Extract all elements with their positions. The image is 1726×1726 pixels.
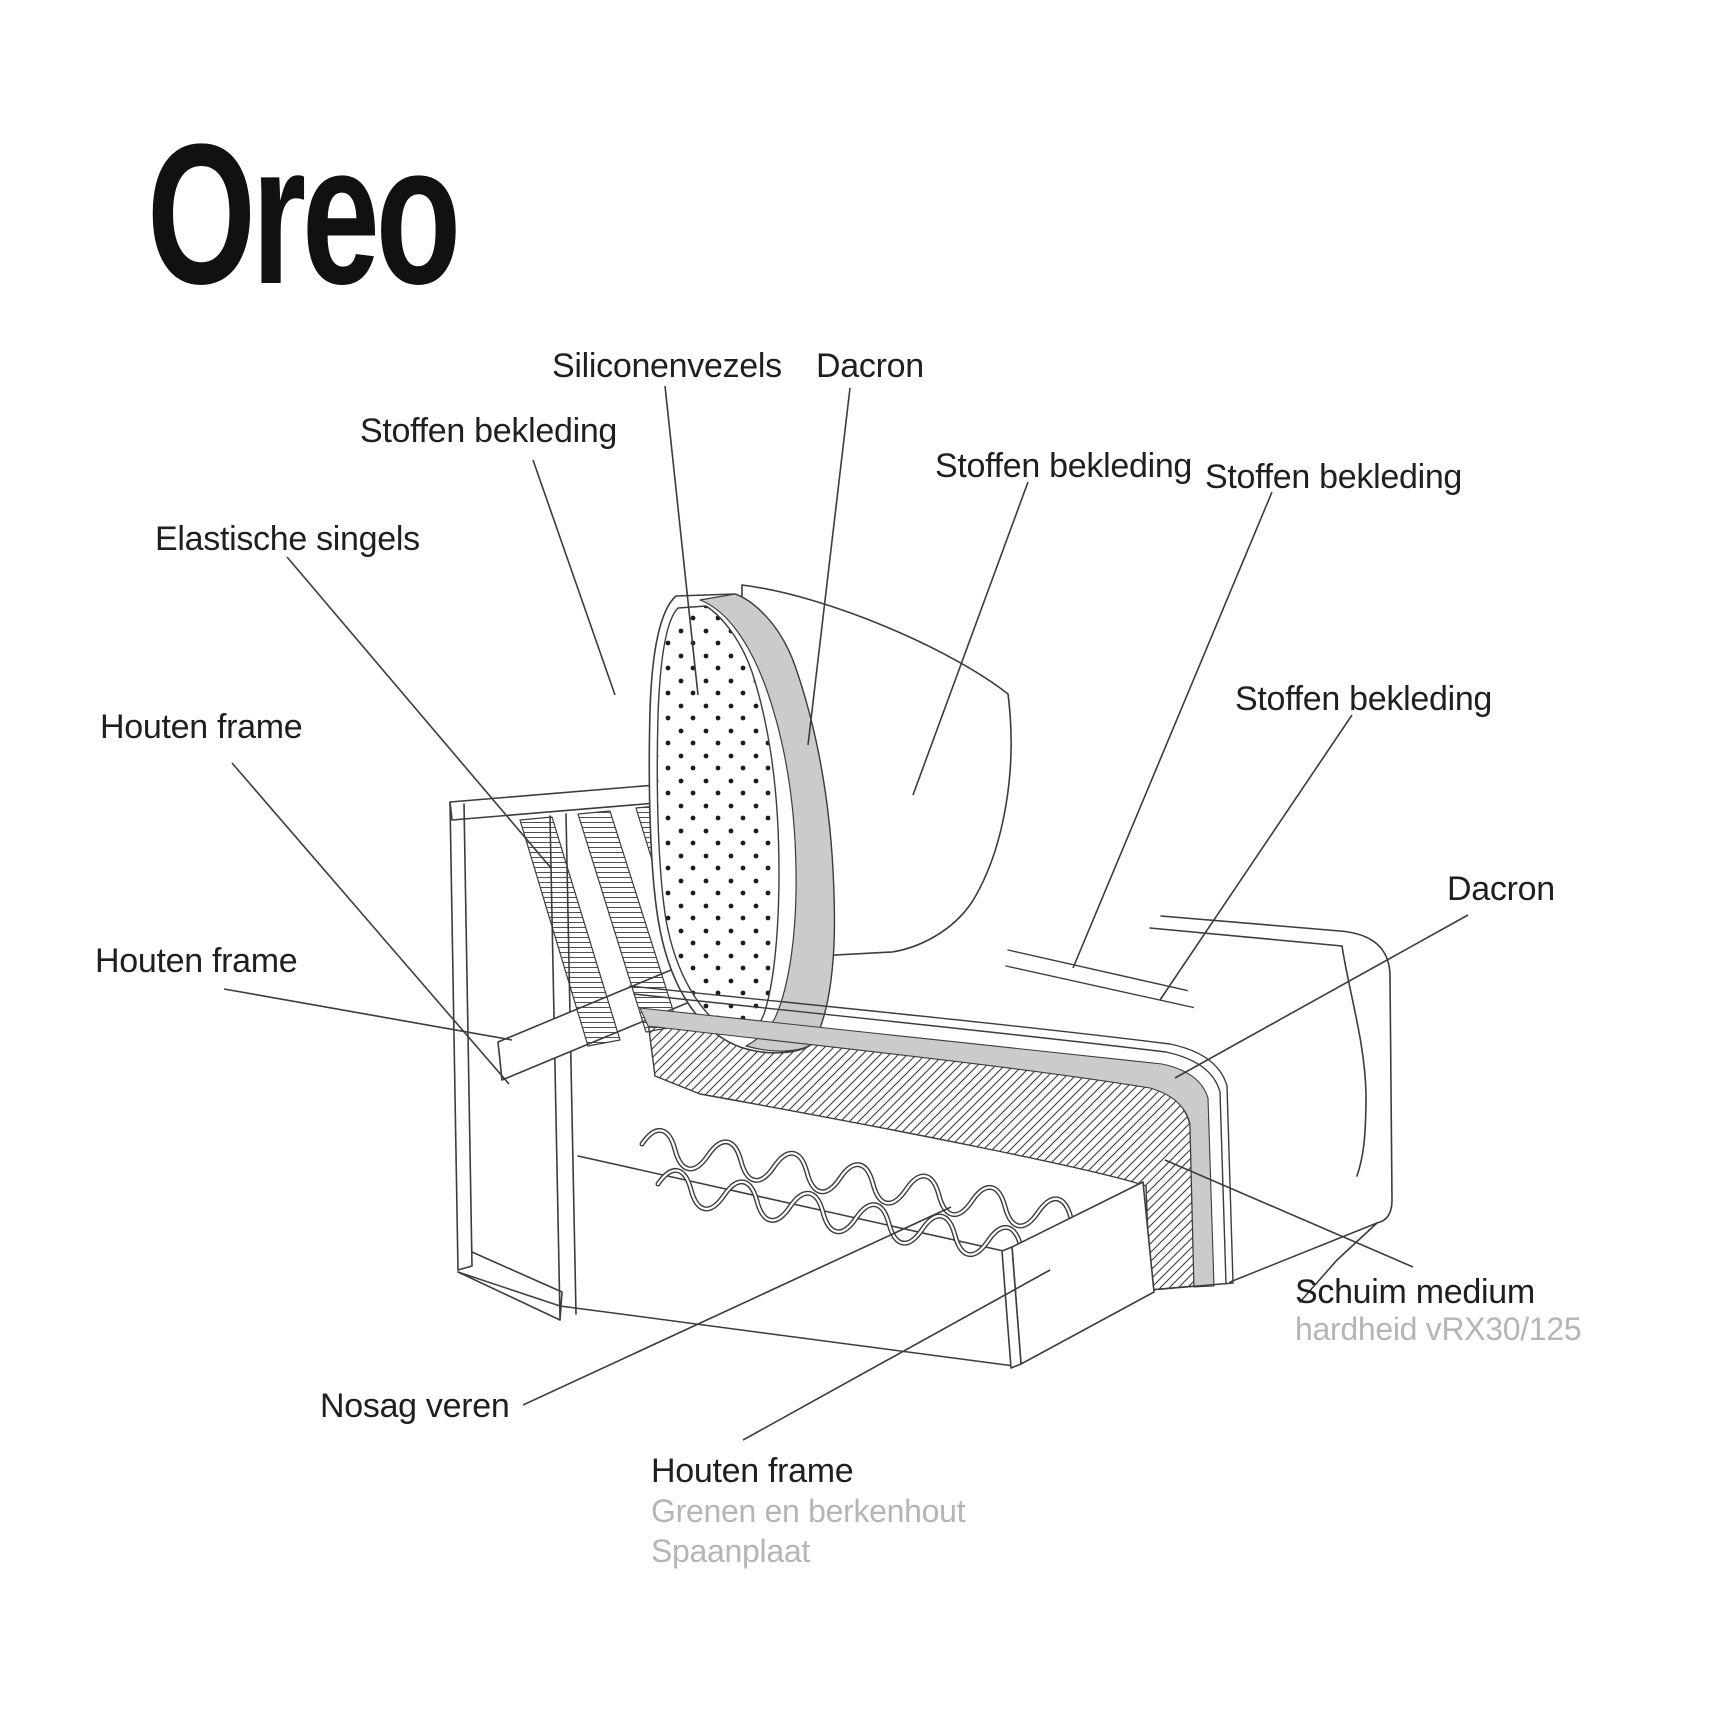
dacron-band-backrest	[699, 593, 835, 1052]
diagram-title: Oreo	[147, 102, 457, 326]
leader-stoffen-armrest	[532, 459, 616, 696]
callout-houten-frame-base: Houten frame	[651, 1452, 853, 1490]
right-armrest	[1149, 915, 1393, 1303]
leader-elastische-singels	[286, 556, 552, 869]
base-frame-edges	[457, 1155, 1378, 1367]
leader-houten-frame-arm-top	[231, 762, 510, 1085]
callout-stoffen-seatback: Stoffen bekleding	[1205, 458, 1462, 496]
callout-houten-frame-base-material: Grenen en berkenhout	[651, 1493, 966, 1529]
callout-nosag-veren: Nosag veren	[320, 1387, 509, 1425]
leader-stoffen-seat	[1159, 714, 1353, 1001]
leader-nosag-veren	[522, 1206, 952, 1406]
front-wood-board	[1001, 1181, 1155, 1369]
callout-stoffen-backrest: Stoffen bekleding	[935, 447, 1192, 485]
leader-houten-frame-base	[742, 1269, 1051, 1441]
leader-lines	[223, 385, 1469, 1441]
callout-dacron-seat: Dacron	[1447, 870, 1555, 908]
dacron-band-seat	[639, 1007, 1215, 1288]
callout-elastische-singels: Elastische singels	[155, 520, 420, 558]
callout-houten-frame-arm-top: Houten frame	[100, 708, 302, 746]
leader-schuim-medium	[1164, 1159, 1414, 1268]
leader-siliconenvezels	[664, 385, 699, 696]
leader-houten-frame-arm-side	[223, 988, 513, 1041]
callout-houten-frame-arm-side: Houten frame	[95, 942, 297, 980]
backrest-cushion-cross-section	[648, 593, 836, 1054]
callout-siliconenvezels: Siliconenvezels	[552, 347, 782, 385]
callout-dacron-backrest: Dacron	[816, 347, 924, 385]
leader-stoffen-backrest	[912, 481, 1029, 796]
callout-houten-frame-base-material-2: Spaanplaat	[651, 1533, 810, 1569]
callout-stoffen-armrest: Stoffen bekleding	[360, 412, 617, 450]
callout-stoffen-seat: Stoffen bekleding	[1235, 680, 1492, 718]
webbing-strap	[519, 816, 621, 1047]
labels: Oreo Siliconenvezels Dacron Stoffen bekl…	[95, 102, 1582, 1569]
armrest-bottom-board	[457, 1251, 563, 1321]
callout-schuim-medium-hardheid: hardheid vRX30/125	[1295, 1311, 1581, 1347]
callout-schuim-medium: Schuim medium	[1295, 1273, 1535, 1311]
spring-wire-highlight	[640, 1129, 1106, 1239]
sofa-illustration	[449, 584, 1393, 1369]
leader-stoffen-seatback	[1072, 491, 1273, 969]
leader-dacron-seat	[1174, 914, 1469, 1079]
leader-dacron-backrest	[807, 387, 851, 746]
armrest-outer-panel	[449, 801, 473, 1271]
seat-fabric-lines	[629, 985, 1234, 1291]
